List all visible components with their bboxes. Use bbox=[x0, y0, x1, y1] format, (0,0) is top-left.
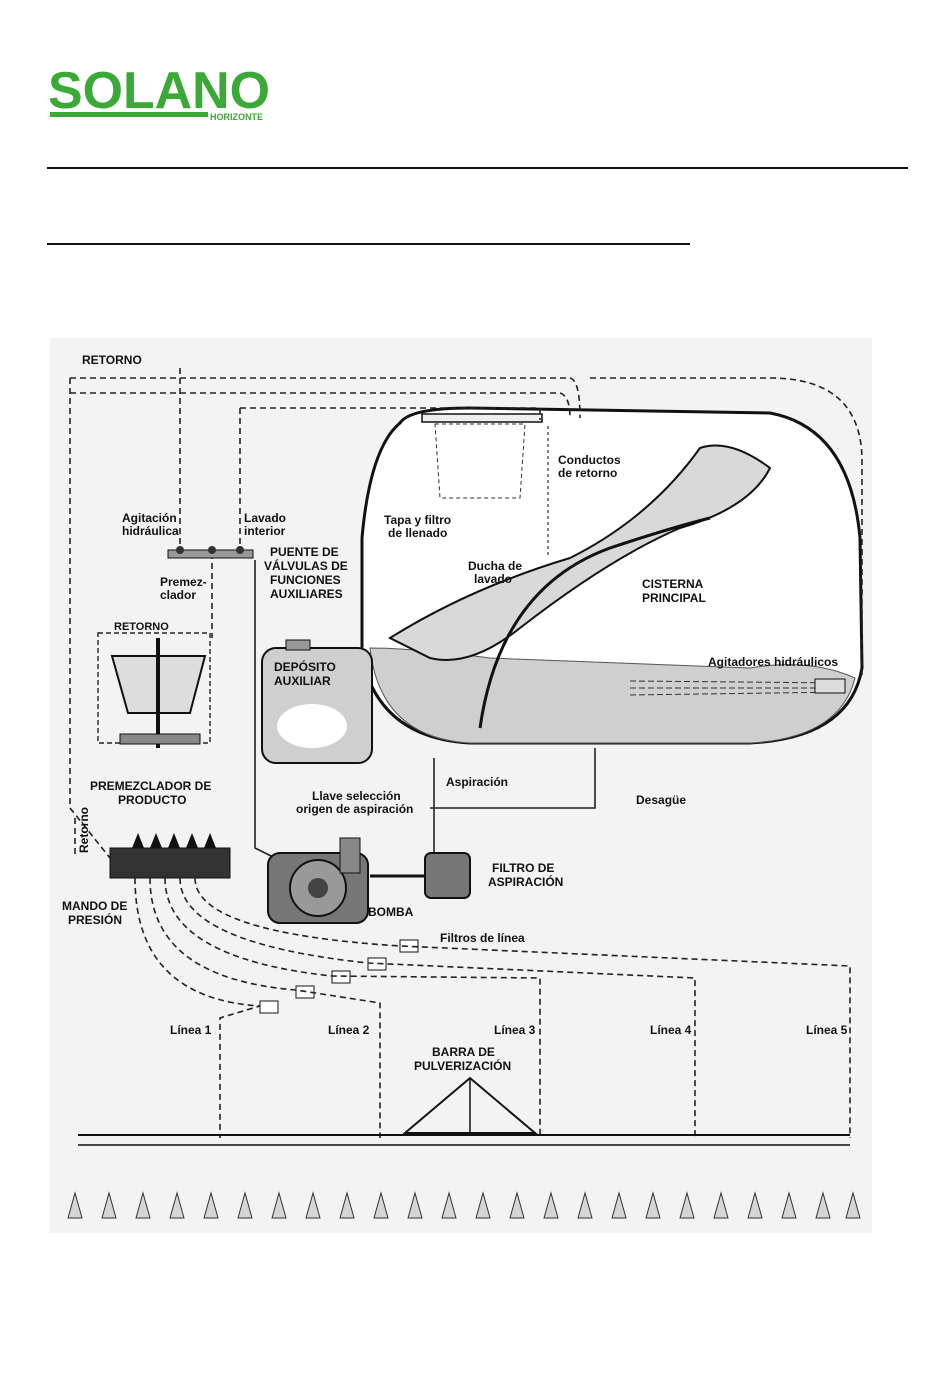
label-bomba: BOMBA bbox=[368, 905, 414, 919]
label-ducha: Ducha de lavado bbox=[468, 559, 525, 586]
label-aspiracion: Aspiración bbox=[446, 775, 508, 789]
label-mando: MANDO DE PRESIÓN bbox=[62, 899, 131, 927]
label-tapa: Tapa y filtro de llenado bbox=[384, 513, 454, 540]
product-premixer bbox=[97, 632, 211, 748]
label-retorno-side: Retorno bbox=[77, 807, 91, 853]
main-tank bbox=[360, 406, 864, 745]
label-premezclador-producto: PREMEZCLADOR DE PRODUCTO bbox=[90, 779, 215, 807]
label-desague: Desagüe bbox=[636, 793, 686, 807]
label-retorno-top: RETORNO bbox=[82, 353, 142, 367]
label-agitadores: Agitadores hidráulicos bbox=[708, 655, 838, 669]
label-cisterna: CISTERNA PRINCIPAL bbox=[642, 577, 706, 605]
title-rule bbox=[47, 243, 690, 245]
label-deposito: DEPÓSITO AUXILIAR bbox=[274, 659, 339, 688]
label-filtros-linea: Filtros de línea bbox=[440, 931, 525, 945]
header-rule bbox=[47, 167, 908, 169]
pump bbox=[267, 837, 369, 924]
label-linea-3: Línea 3 bbox=[494, 1023, 536, 1037]
spray-boom bbox=[78, 1076, 850, 1146]
label-barra: BARRA DE PULVERIZACIÓN bbox=[414, 1045, 511, 1073]
logo-subbrand-text: HORIZONTE bbox=[210, 112, 263, 122]
spray-nozzles bbox=[67, 1191, 861, 1219]
label-premezclador: Premez- clador bbox=[160, 575, 210, 602]
label-linea-5: Línea 5 bbox=[806, 1023, 848, 1037]
valve-bridge bbox=[167, 546, 254, 559]
label-linea-2: Línea 2 bbox=[328, 1023, 370, 1037]
auxiliary-tank bbox=[261, 639, 373, 764]
label-linea-1: Línea 1 bbox=[170, 1023, 212, 1037]
suction-filter bbox=[370, 852, 471, 899]
label-lavado-interior: Lavado interior bbox=[244, 511, 289, 538]
label-llave: Llave selección origen de aspiración bbox=[296, 789, 413, 816]
sprayer-circuit-diagram: RETORNO Agitación hidráulica Lavado inte… bbox=[50, 338, 872, 1233]
label-conductos: Conductos de retorno bbox=[558, 453, 624, 480]
logo-graphic: SOLANO HORIZONTE bbox=[48, 62, 270, 122]
label-filtro: FILTRO DE ASPIRACIÓN bbox=[488, 861, 563, 889]
label-agitacion: Agitación hidráulica bbox=[122, 511, 180, 538]
label-linea-4: Línea 4 bbox=[650, 1023, 692, 1037]
solano-logo: SOLANO HORIZONTE bbox=[48, 62, 272, 124]
label-puente: PUENTE DE VÁLVULAS DE FUNCIONES AUXILIAR… bbox=[264, 545, 351, 601]
pressure-control bbox=[109, 833, 231, 879]
label-retorno-premez: RETORNO bbox=[114, 621, 169, 633]
logo-brand-text: SOLANO bbox=[48, 64, 270, 120]
circuit-svg: RETORNO Agitación hidráulica Lavado inte… bbox=[50, 338, 872, 1233]
